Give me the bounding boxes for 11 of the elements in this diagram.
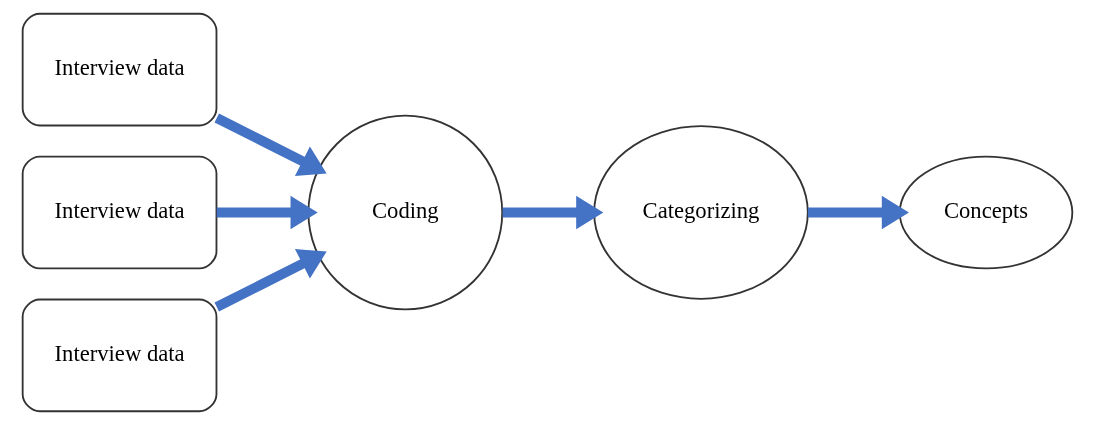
arrow <box>807 195 909 230</box>
node-box: Interview data <box>21 12 218 127</box>
node-box: Interview data <box>21 298 218 413</box>
arrow <box>216 195 318 230</box>
node-ellipse: Categorizing <box>593 125 809 300</box>
node-box: Interview data <box>21 155 218 270</box>
arrow <box>502 195 604 230</box>
node-circle: Coding <box>307 114 504 311</box>
arrow <box>214 113 327 177</box>
arrow <box>214 248 327 312</box>
node-ellipse: Concepts <box>898 155 1074 270</box>
